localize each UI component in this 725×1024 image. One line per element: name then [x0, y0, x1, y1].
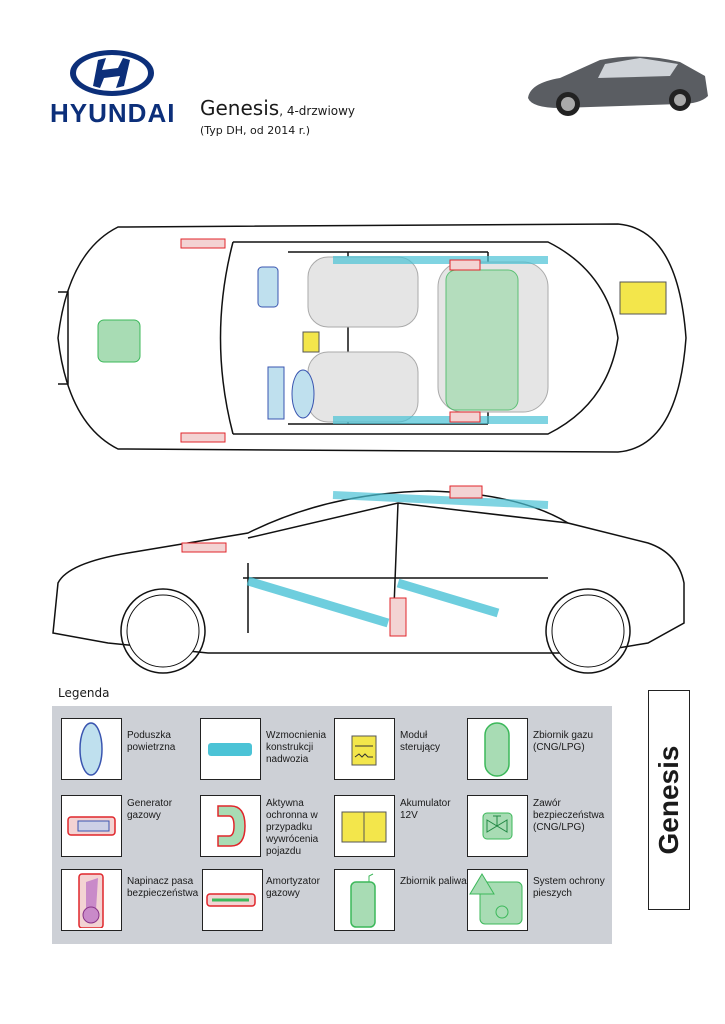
- rollover-protection-icon: [200, 795, 261, 857]
- legend-label: Poduszka powietrzna: [127, 730, 176, 753]
- car-top-view: [57, 223, 687, 453]
- pedestrian-protection-icon: [467, 869, 528, 931]
- legend-title: Legenda: [58, 686, 110, 700]
- legend-label: Zbiornik gazu (CNG/LPG): [533, 730, 594, 753]
- control-module: [302, 331, 320, 353]
- legend-label: Zbiornik paliwa: [400, 876, 467, 887]
- legend-label: Napinacz pasa bezpieczeństwa: [127, 876, 199, 899]
- car-side-view: [52, 485, 685, 674]
- safety-valve-icon: [467, 795, 528, 857]
- model-variant: , 4-drzwiowy: [279, 104, 356, 118]
- page-title: Genesis, 4-drzwiowy: [200, 96, 355, 120]
- gas-tank-icon: [467, 718, 528, 780]
- legend-label: Akumulator 12V: [400, 798, 451, 821]
- model-subtitle: (Typ DH, od 2014 r.): [200, 124, 311, 137]
- legend-label: Wzmocnienia konstrukcji nadwozia: [266, 730, 327, 765]
- legend-label: System ochrony pieszych: [533, 876, 605, 899]
- hyundai-logo-icon: [70, 50, 154, 96]
- side-title: Genesis: [653, 745, 684, 855]
- body-reinforcement-icon: [200, 718, 261, 780]
- battery-icon: [334, 795, 395, 857]
- gas-strut-icon: [202, 869, 263, 931]
- legend-label: Generator gazowy: [127, 798, 173, 821]
- legend-label: Amortyzator gazowy: [266, 876, 320, 899]
- fuel-tank-icon: [334, 869, 395, 931]
- fuel-tank: [445, 269, 519, 411]
- model-name: Genesis: [200, 96, 280, 120]
- legend-panel: Poduszka powietrzna Wzmocnienia konstruk…: [52, 706, 612, 944]
- legend-label: Aktywna ochronna w przypadku wywrócenia …: [266, 798, 319, 857]
- control-module-icon: [334, 718, 395, 780]
- side-title-box: Genesis: [648, 690, 690, 910]
- legend-label: Zawór bezpieczeństwa (CNG/LPG): [533, 798, 605, 833]
- airbag: [257, 266, 279, 308]
- brand-name: HYUNDAI: [50, 98, 176, 128]
- airbag-icon: [61, 718, 122, 780]
- pedestrian-protection: [97, 319, 141, 363]
- battery: [619, 281, 667, 315]
- legend-label: Moduł sterujący: [400, 730, 441, 753]
- belt-tensioner-icon: [61, 869, 122, 931]
- car-photo: [528, 56, 708, 116]
- gas-generator-icon: [61, 795, 122, 857]
